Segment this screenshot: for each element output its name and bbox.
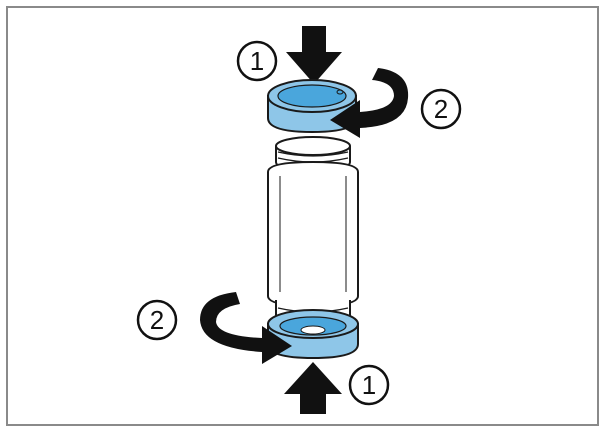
step-1-top-label: 1 xyxy=(250,46,264,76)
step-2-top-label: 2 xyxy=(434,94,448,124)
step-1-top-callout: 1 xyxy=(236,40,278,82)
step-1-bottom-label: 1 xyxy=(362,370,376,400)
step-2-top-callout: 2 xyxy=(420,88,462,130)
step-2-bottom-label: 2 xyxy=(150,305,164,335)
step-1-bottom-callout: 1 xyxy=(348,364,390,406)
bottom-twist-arrow-icon xyxy=(200,292,292,364)
top-cap xyxy=(267,79,357,134)
top-twist-arrow-icon xyxy=(330,68,409,138)
bottom-cap xyxy=(267,309,359,360)
cartridge-body xyxy=(267,136,359,326)
top-push-arrow-icon xyxy=(286,26,342,84)
bottom-push-arrow-icon xyxy=(284,362,342,414)
step-2-bottom-callout: 2 xyxy=(136,299,178,341)
